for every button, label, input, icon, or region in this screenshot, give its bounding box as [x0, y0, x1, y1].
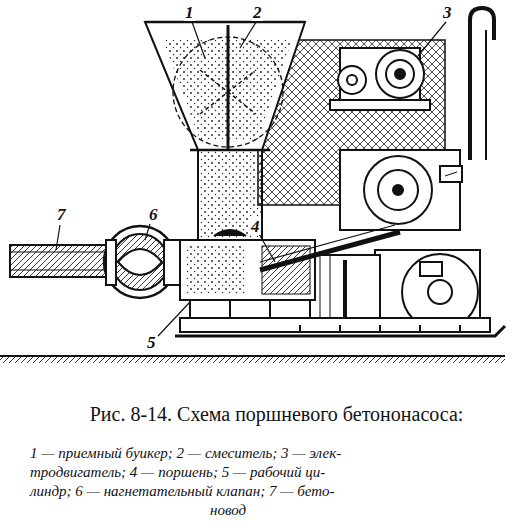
callout-number: 3 — [442, 4, 453, 21]
callout-number: 5 — [146, 334, 157, 351]
legend-text: 1 — приемный буикер; 2 — смеситель; 3 — … — [30, 444, 341, 463]
legend-text: тродвигатель; 4 — поршень; 5 — рабочий ц… — [30, 463, 325, 482]
callout-number: 4 — [250, 218, 261, 235]
callout-number: 6 — [148, 206, 159, 223]
legend-text: новод — [210, 501, 246, 520]
callout-number: 2 — [252, 4, 263, 21]
callout-number: 7 — [56, 206, 67, 223]
callout-number: 1 — [184, 4, 195, 21]
legend-text: линдр; 6 — нагнетательный клапан; 7 — бе… — [30, 482, 335, 501]
figure-caption: Рис. 8-14. Схема поршневого бетононасоса… — [90, 402, 464, 426]
